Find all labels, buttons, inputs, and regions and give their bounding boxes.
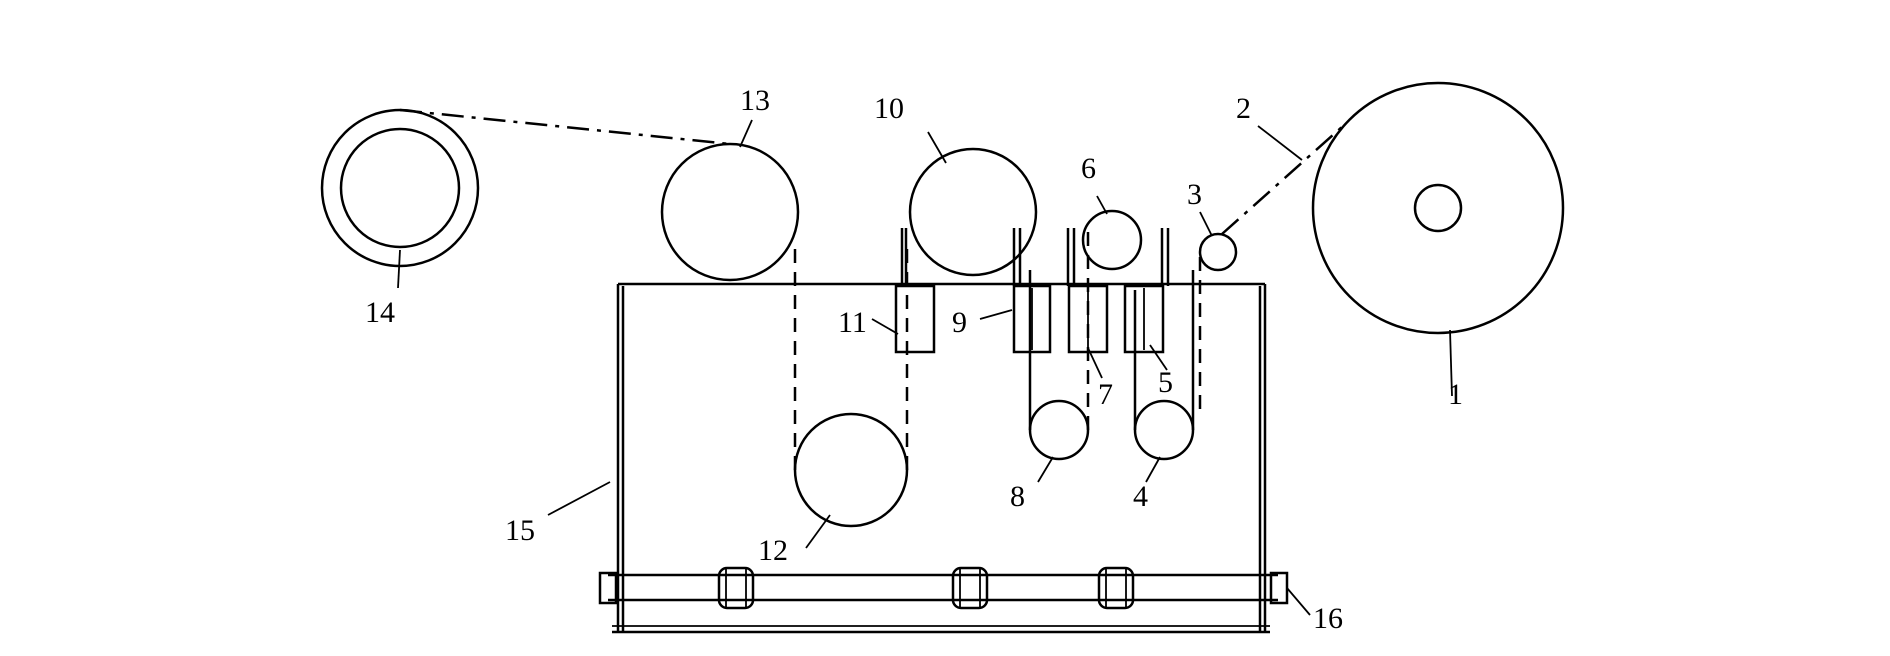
label-10: 10 — [874, 92, 904, 125]
label-9: 9 — [952, 306, 967, 339]
label-3: 3 — [1187, 178, 1202, 211]
roller-8 — [1028, 399, 1090, 461]
roller-4 — [1133, 399, 1195, 461]
roller-12 — [793, 412, 909, 528]
web-path — [399, 108, 1344, 470]
roller-13 — [660, 142, 800, 282]
label-2: 2 — [1236, 92, 1251, 125]
roller-3 — [1198, 232, 1238, 272]
label-11: 11 — [838, 306, 867, 339]
label-1: 1 — [1448, 378, 1463, 411]
label-4: 4 — [1133, 480, 1148, 513]
trough-7 — [1066, 228, 1109, 354]
label-15: 15 — [505, 514, 535, 547]
rewind-roll — [320, 108, 480, 268]
unwind-roll — [1311, 81, 1565, 335]
label-6: 6 — [1081, 152, 1096, 185]
label-14: 14 — [365, 296, 395, 329]
tank-frame — [612, 282, 1270, 634]
trough-11 — [894, 228, 936, 354]
trough-9 — [1012, 228, 1052, 354]
trough-5 — [1123, 228, 1170, 354]
label-16: 16 — [1313, 602, 1343, 635]
roller-6 — [1081, 209, 1143, 271]
bottom-pipe — [598, 566, 1289, 610]
leader-lines — [397, 119, 1453, 616]
label-13: 13 — [740, 84, 770, 117]
roller-10 — [908, 147, 1038, 277]
label-8: 8 — [1010, 480, 1025, 513]
label-5: 5 — [1158, 366, 1173, 399]
label-12: 12 — [758, 534, 788, 567]
label-7: 7 — [1098, 378, 1113, 411]
